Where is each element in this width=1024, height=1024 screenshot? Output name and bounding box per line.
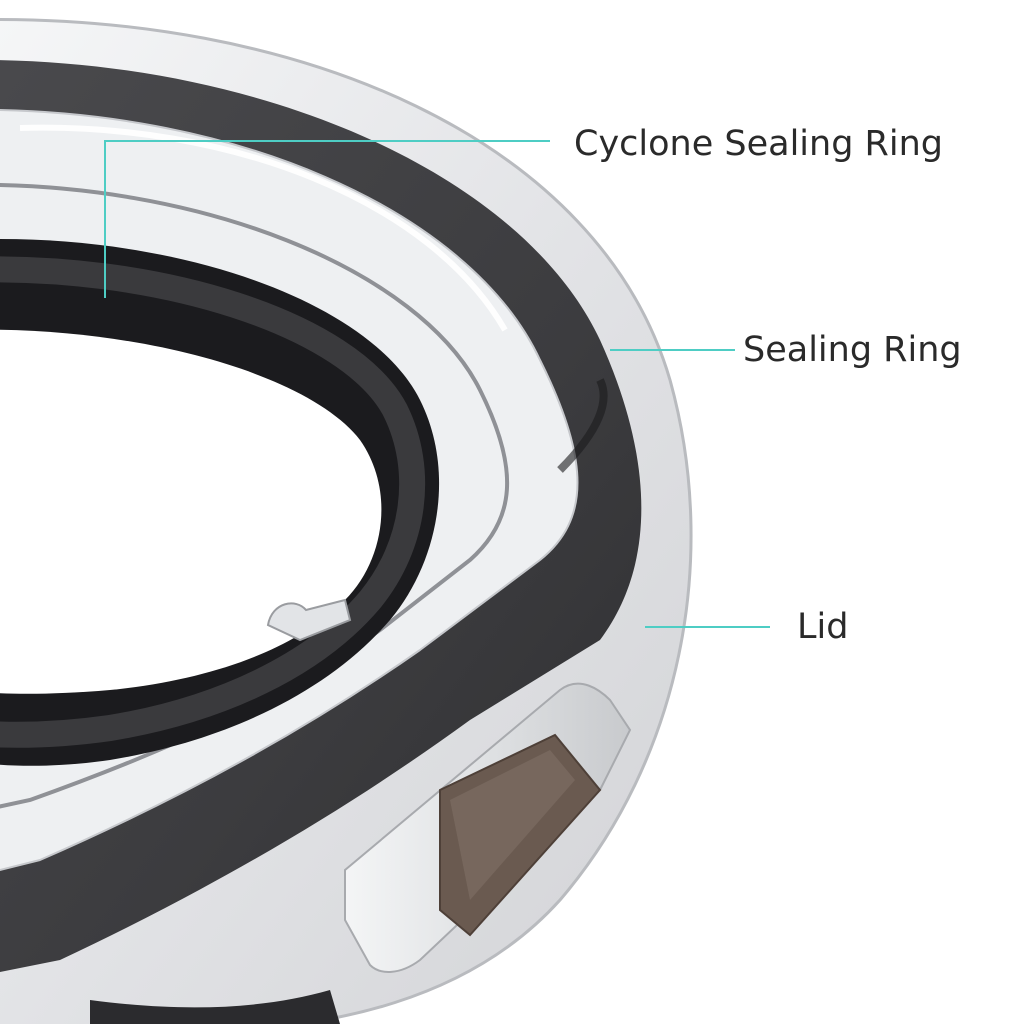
cyclone-seal-callout-leader: [104, 140, 106, 298]
sealing-ring-callout-line: [610, 349, 735, 351]
seal-highlight: [557, 378, 608, 473]
surface-highlight: [19, 124, 508, 332]
cyclone-seal-lip: [0, 256, 426, 748]
cyclone-seal-callout-line: [105, 140, 550, 142]
lid-callout-line: [645, 626, 770, 628]
lip-notch: [266, 598, 352, 642]
latch-insert-shade: [450, 750, 575, 900]
center-hole: [0, 329, 382, 694]
bottom-seal: [90, 990, 340, 1024]
cyclone-seal-label: Cyclone Sealing Ring: [574, 124, 943, 164]
lid-label: Lid: [797, 607, 849, 647]
sealing-ring-label: Sealing Ring: [743, 330, 962, 370]
